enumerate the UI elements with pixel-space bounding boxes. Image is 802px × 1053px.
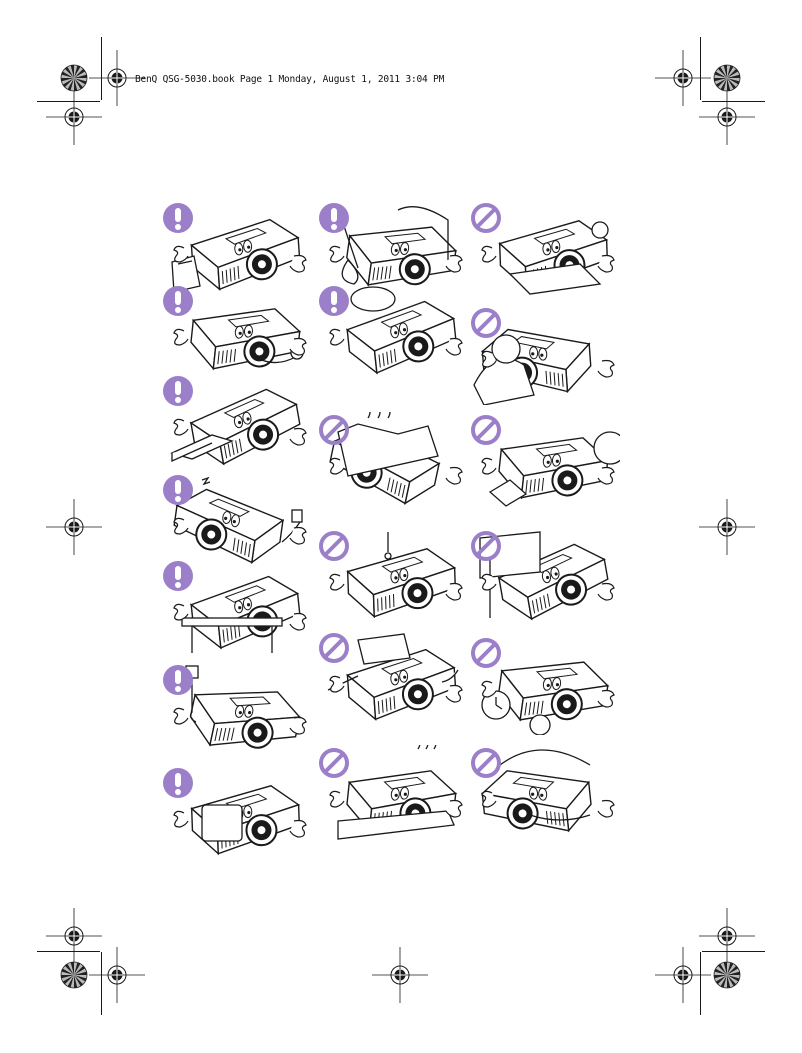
prohibited-circle-icon: [470, 307, 502, 339]
safety-illustration: [470, 528, 620, 628]
prohibited-circle-icon: [470, 414, 502, 446]
registration-mark-top-right: [655, 50, 711, 106]
prohibited-circle-icon: [470, 747, 502, 779]
safety-illustration: [162, 200, 312, 300]
projector-illustration: [171, 218, 307, 293]
projector-illustration: [173, 476, 307, 564]
projector-illustration: [480, 749, 615, 833]
safety-illustration: [162, 373, 312, 473]
safety-illustration: [470, 745, 620, 845]
safety-illustration: [318, 528, 468, 628]
projector-illustration: [173, 308, 307, 371]
safety-illustration: [470, 635, 620, 735]
safety-illustration: [318, 412, 468, 512]
trim-line: [702, 951, 765, 952]
color-wheel-bottom-left: [60, 961, 88, 989]
trim-line: [37, 951, 100, 952]
prohibited-circle-icon: [318, 414, 350, 446]
registration-mark-bottom-right: [655, 947, 711, 1003]
safety-illustration: [318, 283, 468, 383]
projector-illustration: [481, 220, 615, 295]
projector-illustration: [173, 785, 307, 856]
trim-line: [101, 37, 102, 100]
registration-mark-bottom-center: [372, 947, 428, 1003]
projector-illustration: [329, 412, 463, 505]
exclamation-circle-icon: [162, 375, 194, 407]
prohibited-circle-icon: [318, 747, 350, 779]
trim-line: [702, 101, 765, 102]
exclamation-circle-icon: [162, 474, 194, 506]
projector-illustration: [481, 431, 620, 507]
exclamation-circle-icon: [162, 285, 194, 317]
exclamation-circle-icon: [162, 202, 194, 234]
exclamation-circle-icon: [318, 285, 350, 317]
projector-illustration: [473, 328, 615, 405]
projector-illustration: [173, 575, 307, 653]
projector-illustration: [481, 661, 615, 735]
safety-illustration: [470, 305, 620, 405]
safety-illustration: [318, 745, 468, 845]
safety-illustration: [162, 765, 312, 865]
registration-mark-bottom-left: [89, 947, 145, 1003]
projector-illustration: [329, 532, 463, 619]
trim-line: [700, 952, 701, 1015]
projector-illustration: [329, 745, 463, 840]
color-wheel-bottom-right: [713, 961, 741, 989]
safety-illustration: [470, 412, 620, 512]
safety-illustration: [318, 630, 468, 730]
exclamation-circle-icon: [162, 767, 194, 799]
safety-illustration: [162, 662, 312, 762]
safety-illustration: [162, 472, 312, 572]
registration-mark-left-bottom: [46, 908, 102, 964]
safety-illustration: [162, 558, 312, 658]
registration-mark-left-top: [46, 89, 102, 145]
trim-line: [37, 101, 100, 102]
color-wheel-top-right: [713, 64, 741, 92]
safety-illustration: [318, 200, 468, 300]
print-header: BenQ QSG-5030.book Page 1 Monday, August…: [135, 74, 445, 85]
trim-line: [700, 37, 701, 100]
exclamation-circle-icon: [162, 560, 194, 592]
prohibited-circle-icon: [470, 637, 502, 669]
registration-mark-top-left: [89, 50, 145, 106]
prohibited-circle-icon: [318, 530, 350, 562]
prohibited-circle-icon: [470, 530, 502, 562]
projector-illustration: [173, 665, 307, 749]
projector-illustration: [329, 206, 463, 287]
trim-line: [101, 952, 102, 1015]
safety-illustration: [470, 200, 620, 300]
projector-illustration: [329, 286, 463, 375]
registration-mark-right-bottom: [699, 908, 755, 964]
prohibited-circle-icon: [318, 632, 350, 664]
prohibited-circle-icon: [470, 202, 502, 234]
safety-illustration: [162, 283, 312, 383]
registration-mark-left-middle: [46, 499, 102, 555]
projector-illustration: [170, 388, 307, 466]
color-wheel-top-left: [60, 64, 88, 92]
registration-mark-right-top: [699, 89, 755, 145]
projector-illustration: [327, 633, 463, 721]
exclamation-circle-icon: [162, 664, 194, 696]
exclamation-circle-icon: [318, 202, 350, 234]
projector-illustration: [479, 531, 615, 621]
registration-mark-right-middle: [699, 499, 755, 555]
